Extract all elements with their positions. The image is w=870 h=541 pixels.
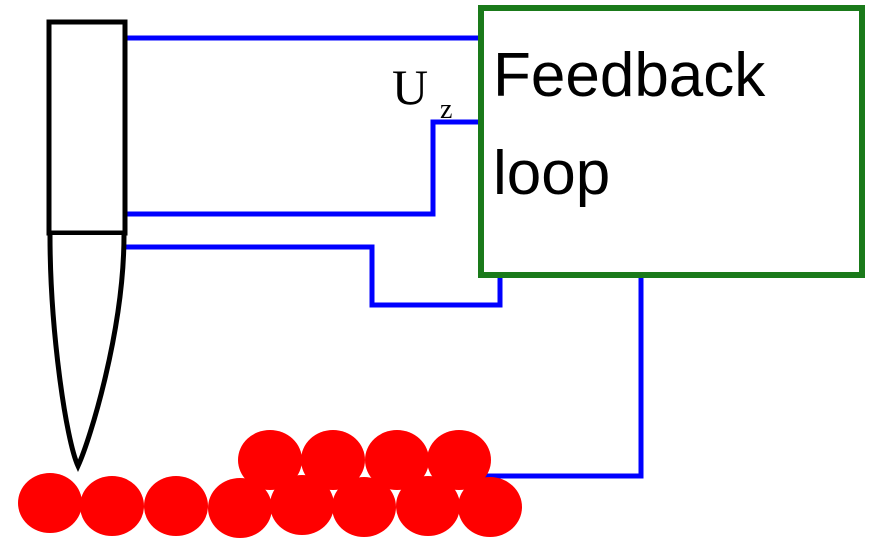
voltage-symbol: U <box>392 59 428 115</box>
feedback-label-line2: loop <box>493 139 610 208</box>
sample-atom <box>427 430 491 490</box>
sample-atom <box>458 477 522 537</box>
sample-atoms <box>18 430 522 538</box>
sample-atom <box>365 430 429 490</box>
sample-atom <box>270 475 334 535</box>
sample-atom <box>208 478 272 538</box>
wire-uz-to-piezo <box>125 119 484 217</box>
wire-tip-to-feedback <box>125 244 503 308</box>
sample-atom <box>144 476 208 536</box>
voltage-subscript: z <box>440 94 452 125</box>
sample-atom <box>332 477 396 537</box>
wires <box>125 35 644 479</box>
piezo-scanner <box>46 19 128 236</box>
sample-atom <box>301 430 365 490</box>
voltage-label: U z <box>392 59 452 125</box>
feedback-label-line1: Feedback <box>493 41 766 110</box>
scanner-assembly <box>46 19 128 472</box>
probe-tip <box>47 234 127 472</box>
sample-atom <box>396 476 460 536</box>
sample-atom <box>18 473 82 533</box>
sample-atom <box>80 476 144 536</box>
feedback-loop-box: Feedback loop <box>478 5 865 278</box>
sample-atom <box>238 430 302 490</box>
wire-feedback-to-sample <box>485 275 644 479</box>
feedback-box-frame <box>478 5 865 278</box>
